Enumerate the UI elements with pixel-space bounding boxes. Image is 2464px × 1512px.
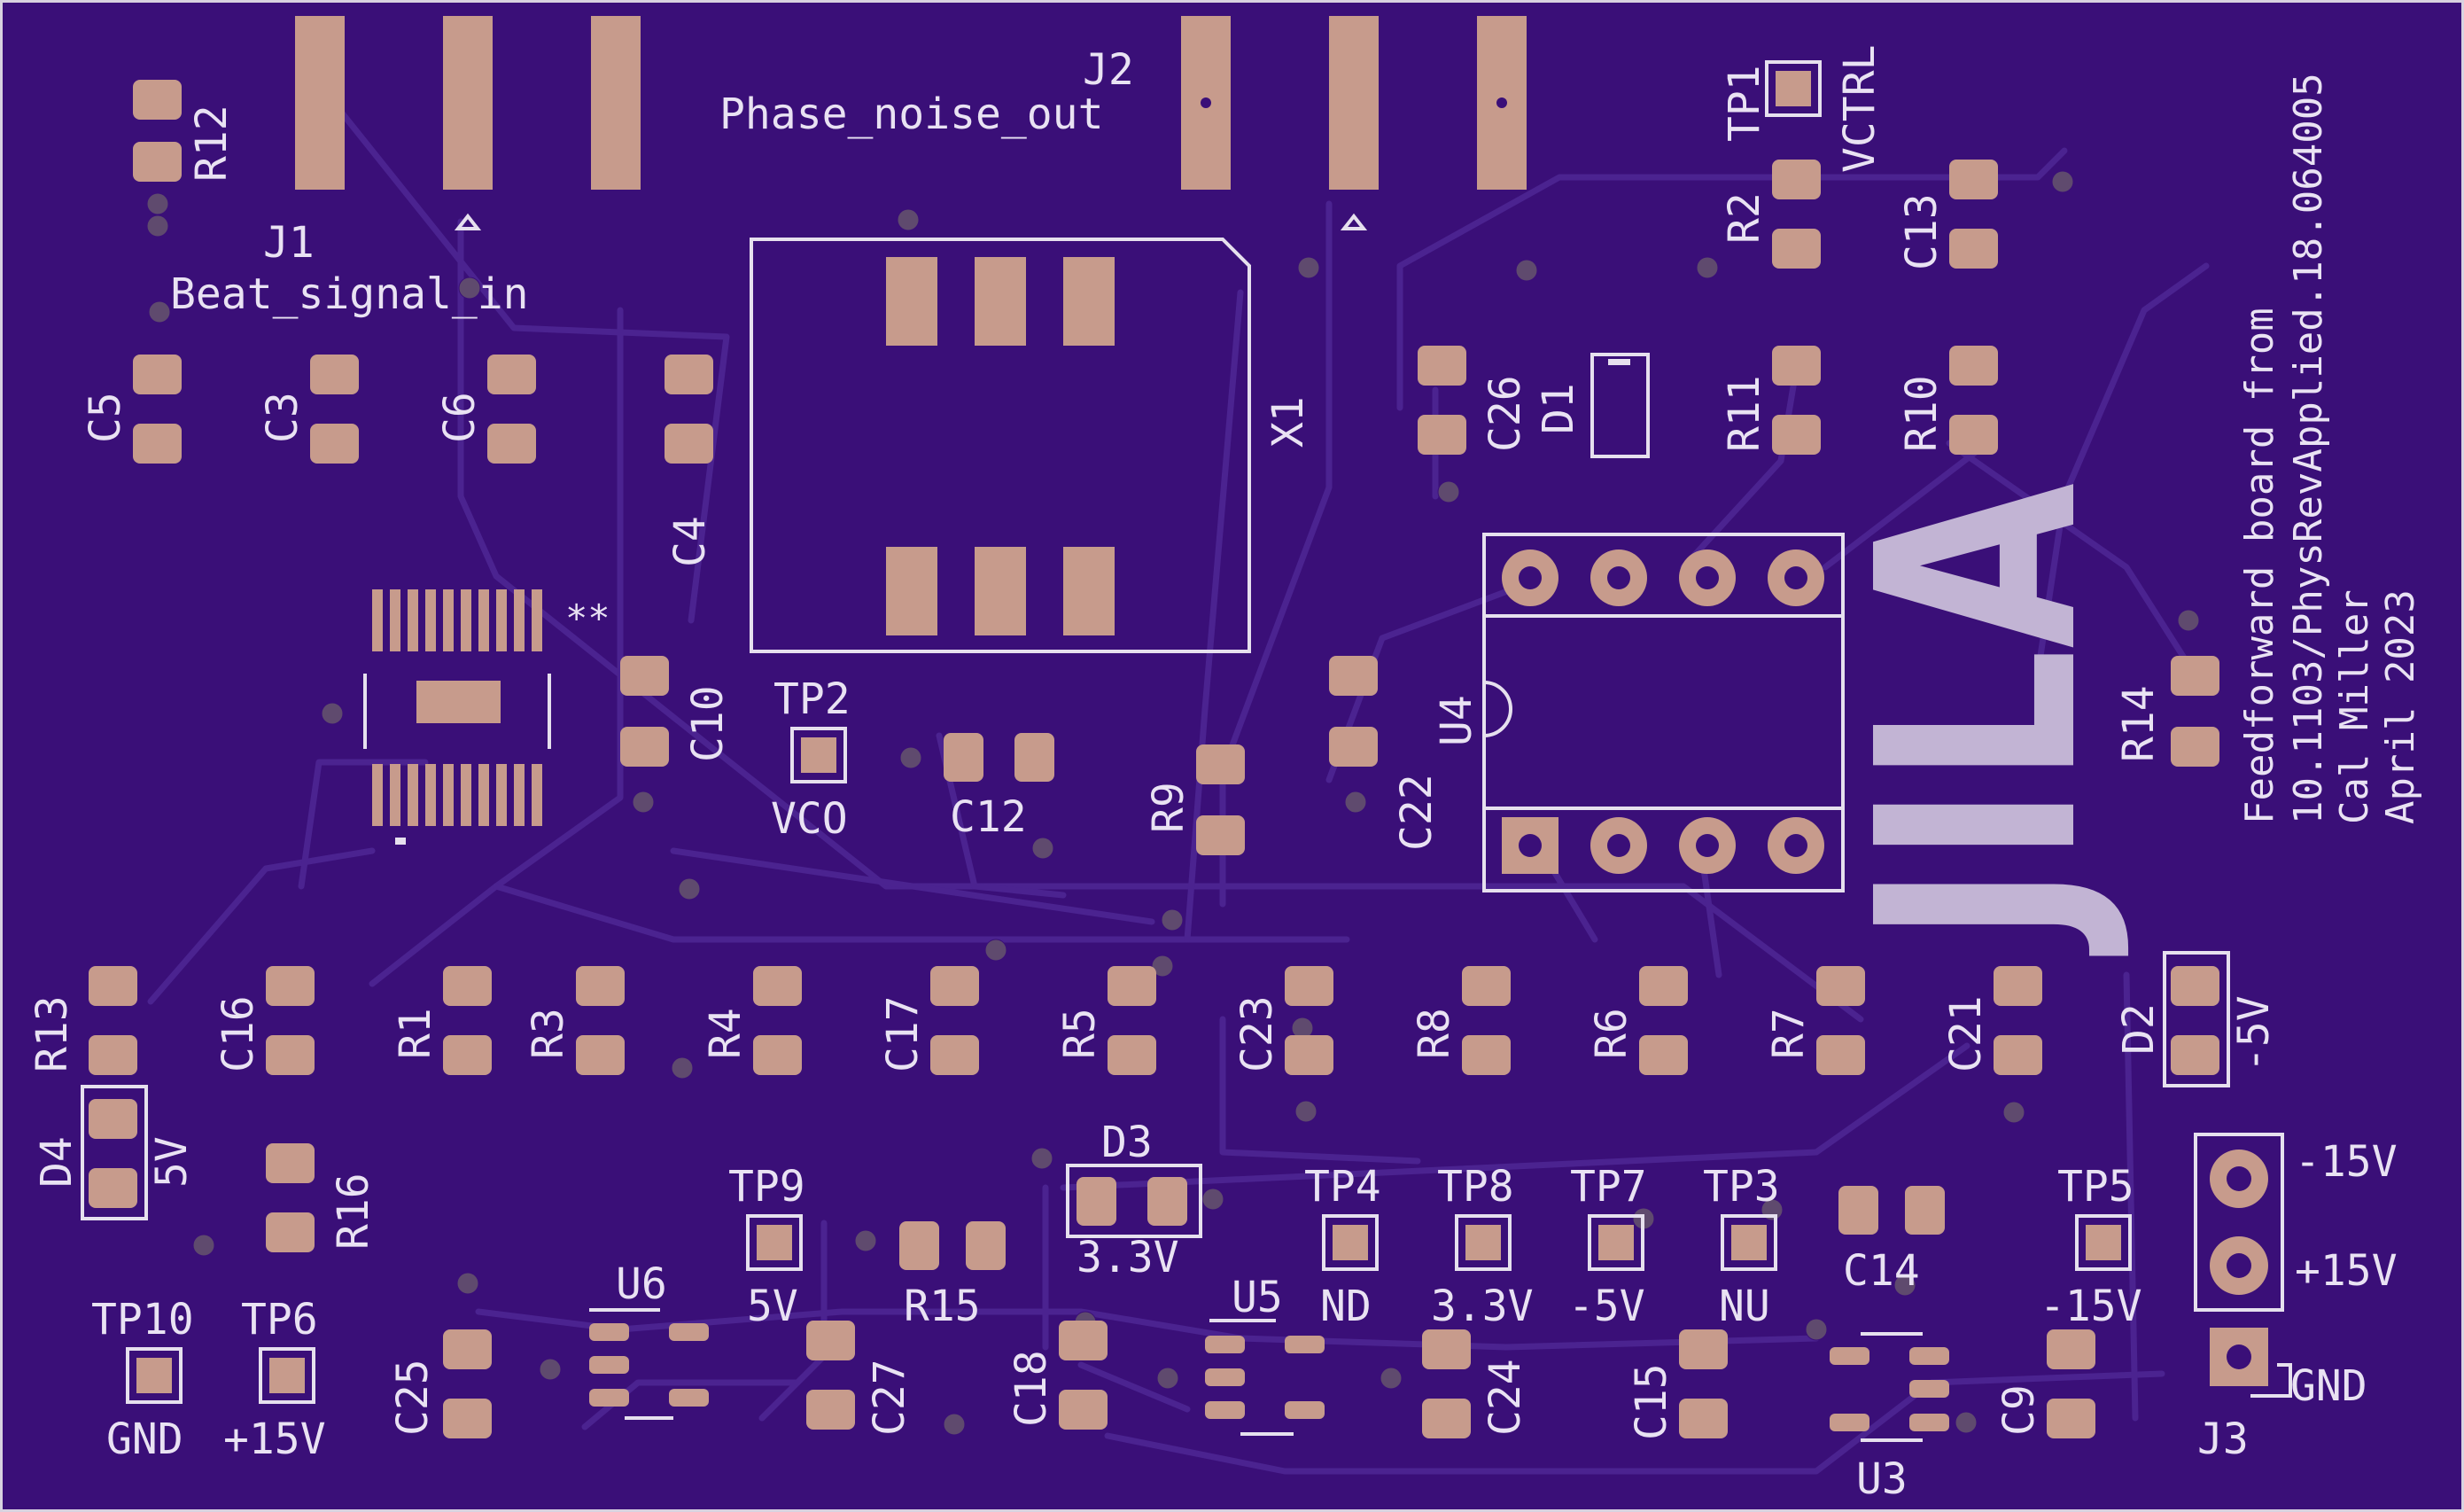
- c15-ref: C15: [1627, 1363, 1676, 1440]
- tp1-ref: TP1: [1720, 65, 1769, 142]
- tp8-label: 3.3V: [1431, 1282, 1534, 1331]
- r3-ref: R3: [524, 1008, 573, 1059]
- c22-ref: C22: [1392, 774, 1442, 851]
- tp3-ref: TP3: [1703, 1162, 1780, 1212]
- r15-ref: R15: [904, 1282, 981, 1331]
- c17-ref: C17: [878, 995, 928, 1072]
- j1-name: Beat_signal_in: [170, 269, 529, 319]
- c14-ref: C14: [1843, 1246, 1920, 1296]
- c4-ref: C4: [665, 516, 715, 567]
- j3-header: [2194, 1133, 2292, 1398]
- c24-ref: C24: [1481, 1359, 1530, 1436]
- c10-ref: C10: [683, 685, 733, 762]
- tp8-ref: TP8: [1437, 1162, 1514, 1212]
- c13-ref: C13: [1897, 193, 1947, 270]
- c6-ref: C6: [435, 392, 485, 443]
- tp10-label: GND: [106, 1415, 183, 1464]
- tp9-label: 5V: [747, 1282, 798, 1331]
- j2-ref: J2: [1083, 45, 1134, 95]
- j1-pads: [295, 16, 641, 190]
- d3-value: 3.3V: [1077, 1233, 1179, 1282]
- c16-ref: C16: [214, 995, 263, 1072]
- tp5-ref: TP5: [2057, 1162, 2134, 1212]
- j1-ref: J1: [263, 218, 315, 268]
- tp7-ref: TP7: [1570, 1162, 1647, 1212]
- d2-ref: D2: [2114, 1003, 2164, 1055]
- r8-ref: R8: [1410, 1008, 1459, 1059]
- j3-ref: J3: [2197, 1415, 2249, 1464]
- r2-ref: R2: [1720, 192, 1769, 244]
- passive-pads: [89, 80, 2219, 1438]
- r11-ref: R11: [1720, 375, 1769, 452]
- r14-ref: R14: [2114, 685, 2164, 762]
- c3-ref: C3: [258, 392, 307, 443]
- j3-pin-neg15v: -15V: [2295, 1137, 2398, 1187]
- r7-ref: R7: [1764, 1008, 1814, 1059]
- tp9-ref: TP9: [728, 1162, 805, 1212]
- c18-ref: C18: [1007, 1350, 1056, 1427]
- j2-name: Phase_noise_out: [719, 90, 1103, 139]
- sot-regulators: [589, 1308, 1949, 1442]
- note-line-3: Cal Miller: [2332, 589, 2377, 824]
- tp10-ref: TP10: [91, 1295, 194, 1344]
- d4-ref: D4: [32, 1136, 82, 1188]
- c23-ref: C23: [1232, 995, 1282, 1072]
- r10-ref: R10: [1897, 375, 1947, 452]
- u4-dip8: [1482, 533, 1845, 892]
- c9-ref: C9: [1994, 1384, 2044, 1436]
- tp3-label: NU: [1719, 1282, 1770, 1331]
- c21-ref: C21: [1941, 995, 1991, 1072]
- ic-marker: **: [565, 596, 610, 640]
- x1-ref: X1: [1263, 396, 1313, 448]
- r9-ref: R9: [1144, 782, 1193, 833]
- r6-ref: R6: [1587, 1008, 1636, 1059]
- u3-ref: U3: [1856, 1454, 1908, 1504]
- c5-ref: C5: [81, 392, 130, 443]
- ssop-ic-pads: [363, 589, 551, 845]
- silk-labels: J1 Beat_signal_in J2 Phase_noise_out X1 …: [27, 45, 2423, 1505]
- r12-ref: R12: [187, 105, 237, 182]
- u5-ref: U5: [1232, 1273, 1283, 1322]
- c26-ref: C26: [1481, 375, 1530, 452]
- jila-logo: JILA: [1819, 481, 2139, 957]
- u4-ref: U4: [1432, 695, 1481, 746]
- u6-ref: U6: [616, 1259, 667, 1309]
- tp6-ref: TP6: [241, 1295, 318, 1344]
- note-line-4: April 2023: [2378, 589, 2423, 824]
- r4-ref: R4: [701, 1008, 750, 1059]
- tp2-label: VCO: [771, 794, 848, 844]
- r16-ref: R16: [329, 1173, 378, 1250]
- note-line-2: 10.1103/PhysRevApplied.18.064005: [2286, 73, 2331, 824]
- d2-value: -5V: [2229, 995, 2279, 1072]
- tp6-label: +15V: [223, 1415, 326, 1464]
- c25-ref: C25: [388, 1359, 438, 1436]
- tp4-ref: TP4: [1304, 1162, 1381, 1212]
- j2-pads: [1181, 16, 1527, 190]
- tp2-ref: TP2: [773, 674, 851, 724]
- c27-ref: C27: [865, 1359, 914, 1436]
- testpoint-pads: [126, 60, 2132, 1404]
- j3-pin-gnd: GND: [2290, 1361, 2367, 1411]
- tp4-label: ND: [1320, 1282, 1372, 1331]
- tp5-label: -15V: [2040, 1282, 2142, 1331]
- d1-ref: D1: [1534, 383, 1583, 434]
- c12-ref: C12: [950, 792, 1027, 842]
- x1-pads: [886, 257, 1115, 635]
- d3-ref: D3: [1101, 1118, 1153, 1167]
- r1-ref: R1: [391, 1008, 440, 1059]
- r5-ref: R5: [1055, 1008, 1105, 1059]
- r13-ref: R13: [27, 995, 77, 1072]
- j3-pin-pos15v: +15V: [2295, 1246, 2398, 1296]
- tp1-label: VCTRL: [1835, 45, 1885, 174]
- d4-value: 5V: [147, 1136, 197, 1188]
- tp7-label: -5V: [1568, 1282, 1645, 1331]
- x1-outline: [750, 238, 1251, 653]
- note-line-1: Feedforward board from: [2237, 308, 2282, 824]
